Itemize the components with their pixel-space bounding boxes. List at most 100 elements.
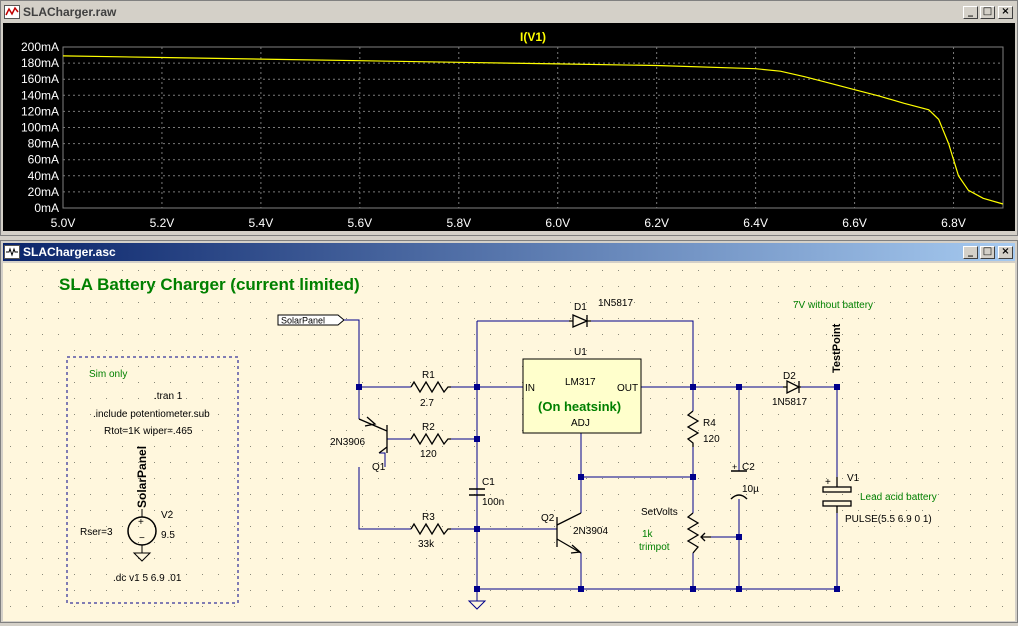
d1-diode[interactable] xyxy=(569,314,591,328)
y-tick-label: 100mA xyxy=(21,121,59,135)
u1-part: LM317 xyxy=(565,377,596,388)
schematic-titlebar[interactable]: SLACharger.asc _ □ × xyxy=(3,243,1015,261)
r3-resistor[interactable] xyxy=(410,522,451,536)
schematic-heading: SLA Battery Charger (current limited) xyxy=(59,275,360,294)
c1-capacitor[interactable] xyxy=(469,488,485,496)
u1-label: U1 xyxy=(574,347,587,358)
r2-resistor[interactable] xyxy=(410,432,451,446)
d1-value: 1N5817 xyxy=(598,298,633,309)
include-directive[interactable]: .include potentiometer.sub xyxy=(93,409,210,420)
trace-label: I(V1) xyxy=(520,30,546,44)
q2-label: Q2 xyxy=(541,513,555,524)
c1-value: 100n xyxy=(482,497,504,508)
r4-resistor[interactable] xyxy=(686,410,700,447)
x-tick-label: 5.2V xyxy=(150,216,175,230)
y-tick-label: 200mA xyxy=(21,40,59,54)
pot-comment-trimpot: trimpot xyxy=(639,542,670,553)
v1-plus-sign: + xyxy=(825,477,831,488)
d2-value: 1N5817 xyxy=(772,397,807,408)
setvolts-potentiometer[interactable] xyxy=(686,512,700,554)
dc-directive[interactable]: .dc v1 5 6.9 .01 xyxy=(113,573,182,584)
x-tick-label: 6.2V xyxy=(644,216,669,230)
y-tick-label: 0mA xyxy=(34,201,59,215)
v1-comment: Lead acid battery xyxy=(860,492,937,503)
sim-only-box[interactable]: Sim only .tran 1 .include potentiometer.… xyxy=(66,356,239,604)
svg-text:SolarPanel: SolarPanel xyxy=(281,316,325,326)
schematic-canvas[interactable]: SLA Battery Charger (current limited) Si… xyxy=(3,263,1015,621)
u1-pin-in: IN xyxy=(525,383,535,394)
ground-symbol xyxy=(132,552,152,562)
c1-label: C1 xyxy=(482,477,495,488)
x-tick-label: 6.6V xyxy=(842,216,867,230)
y-tick-label: 20mA xyxy=(28,185,59,199)
y-tick-label: 160mA xyxy=(21,72,59,86)
waveform-window-title: SLACharger.raw xyxy=(23,5,117,19)
schematic-drawing[interactable]: SLA Battery Charger (current limited) Si… xyxy=(3,263,1015,621)
no-battery-note: 7V without battery xyxy=(793,300,873,311)
minus-sign: − xyxy=(139,533,145,544)
c2-capacitor[interactable] xyxy=(730,470,748,500)
v2-label: V2 xyxy=(161,510,174,521)
x-tick-label: 5.6V xyxy=(347,216,372,230)
x-tick-label: 6.0V xyxy=(545,216,570,230)
v2-net-label: SolarPanel xyxy=(135,446,149,508)
v2-rser: Rser=3 xyxy=(80,527,113,538)
tran-directive[interactable]: .tran 1 xyxy=(154,391,183,402)
d2-diode[interactable] xyxy=(783,379,801,395)
schematic-window-title: SLACharger.asc xyxy=(23,245,116,259)
x-tick-label: 6.4V xyxy=(743,216,768,230)
v1-battery[interactable] xyxy=(822,477,852,513)
trace-i-v1 xyxy=(62,55,1004,205)
schematic-window[interactable]: SLACharger.asc _ □ × SLA Battery Charger… xyxy=(0,240,1018,623)
solarpanel-net-label[interactable]: SolarPanel xyxy=(277,314,345,326)
junction-dots xyxy=(356,384,840,592)
r1-value: 2.7 xyxy=(420,398,434,409)
d1-label: D1 xyxy=(574,302,587,313)
u1-regulator[interactable] xyxy=(522,358,642,434)
testpoint-label[interactable]: TestPoint xyxy=(831,323,843,373)
q1-transistor[interactable] xyxy=(358,416,388,454)
c2-label: C2 xyxy=(742,462,755,473)
pot-comment-1k: 1k xyxy=(642,529,654,540)
y-tick-label: 80mA xyxy=(28,137,59,151)
wires xyxy=(344,319,838,601)
x-tick-label: 5.4V xyxy=(249,216,274,230)
r1-label: R1 xyxy=(422,370,435,381)
param-directive[interactable]: Rtot=1K wiper=.465 xyxy=(104,426,193,437)
d2-label: D2 xyxy=(783,371,796,382)
schematic-app-icon xyxy=(4,245,20,259)
q2-transistor[interactable] xyxy=(556,512,582,554)
x-tick-label: 5.0V xyxy=(51,216,76,230)
maximize-button[interactable]: □ xyxy=(980,245,995,259)
r2-value: 120 xyxy=(420,449,437,460)
q1-value: 2N3906 xyxy=(330,437,365,448)
waveform-titlebar[interactable]: SLACharger.raw _ □ × xyxy=(3,3,1015,21)
pot-wiper-arrow xyxy=(700,532,711,542)
ground-symbol xyxy=(467,600,487,610)
waveform-app-icon xyxy=(4,5,20,19)
q2-value: 2N3904 xyxy=(573,526,608,537)
y-tick-label: 120mA xyxy=(21,104,59,118)
v1-value: PULSE(5.5 6.9 0 1) xyxy=(845,514,932,525)
close-button[interactable]: × xyxy=(998,245,1013,259)
c2-value: 10µ xyxy=(742,484,759,495)
sim-only-label: Sim only xyxy=(89,369,127,380)
r1-resistor[interactable] xyxy=(410,380,451,394)
minimize-button[interactable]: _ xyxy=(963,5,978,19)
minimize-button[interactable]: _ xyxy=(963,245,978,259)
x-tick-label: 5.8V xyxy=(446,216,471,230)
maximize-button[interactable]: □ xyxy=(980,5,995,19)
r4-label: R4 xyxy=(703,418,716,429)
v2-value: 9.5 xyxy=(161,530,175,541)
c2-plus-sign: + xyxy=(732,462,737,472)
r4-value: 120 xyxy=(703,434,720,445)
u1-pin-adj: ADJ xyxy=(571,418,590,429)
close-button[interactable]: × xyxy=(998,5,1013,19)
y-tick-label: 140mA xyxy=(21,88,59,102)
waveform-chart[interactable]: 0mA20mA40mA60mA80mA100mA120mA140mA160mA1… xyxy=(3,23,1015,231)
y-tick-label: 40mA xyxy=(28,169,59,183)
plus-sign: + xyxy=(138,517,144,528)
pot-label: SetVolts xyxy=(641,507,678,518)
